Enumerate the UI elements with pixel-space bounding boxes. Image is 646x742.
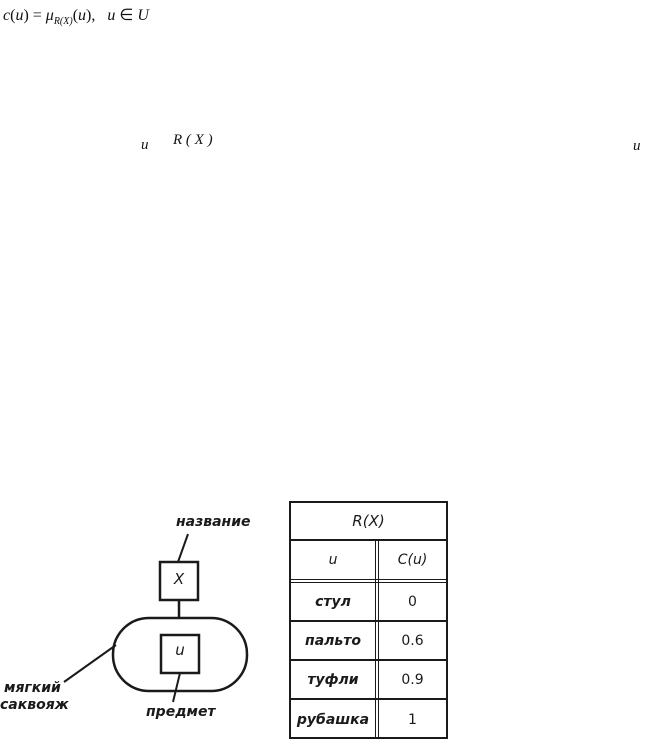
header-item: u [328,552,338,568]
table-row: рубашка 1 [291,700,446,739]
row-value: 1 [408,711,417,728]
soft-bag-diagram: название X u предмет мягкий саквояж [0,490,290,742]
object-leader-line [172,672,181,703]
inline-var-rx: R ( X ) [173,132,213,148]
formula-u-1: u [15,7,24,24]
formula-comma: , [91,7,96,24]
row-item: рубашка [296,711,370,728]
row-value: 0 [408,593,417,610]
box-inner-letter: u [175,641,185,659]
fuzzy-set-table: R(X) u C(u) стул 0 пальто 0.6 туфли 0.9 … [289,501,448,739]
formula-rparen-1: ) [23,7,29,24]
table-row: пальто 0.6 [291,622,446,661]
name-leader-line [177,533,189,563]
row-item: туфли [307,671,359,688]
inline-var-u-right: u [633,138,641,154]
formula-lparen-2: ( [72,7,79,24]
formula-lparen-1: ( [10,7,16,24]
table-row: стул 0 [291,583,446,622]
formula-c: c [3,7,11,24]
label-bag-line-1: мягкий [4,680,61,696]
formula-rparen-2: ) [86,7,92,24]
row-value: 0.6 [401,632,424,649]
diagram-graphics [63,533,249,703]
formula-subscript: R(X) [53,16,73,27]
soft-bag-capsule [111,616,249,693]
bag-leader-line [63,644,117,683]
table-row: туфли 0.9 [291,661,446,700]
table-header-row: u C(u) [291,541,446,583]
formula-u-3: u [107,7,116,24]
header-value: C(u) [397,552,428,568]
table-title: R(X) [291,503,446,541]
formula-set-u: U [137,7,149,24]
inline-var-u-left: u [141,137,149,153]
formula-element-of: ∈ [115,7,138,24]
row-value: 0.9 [401,671,424,688]
formula-mu: μ [45,7,54,24]
formula-u-2: u [78,7,87,24]
label-bag-line-2: саквояж [0,697,69,713]
label-name: название [176,514,251,530]
formula-equals: = [28,7,46,24]
row-item: пальто [305,632,361,649]
box-top-letter: X [173,570,185,588]
membership-formula: c(u) = μR(X)(u), u ∈ U [3,6,149,32]
column-divider [375,541,379,737]
label-object: предмет [146,704,216,720]
row-item: стул [315,593,351,610]
